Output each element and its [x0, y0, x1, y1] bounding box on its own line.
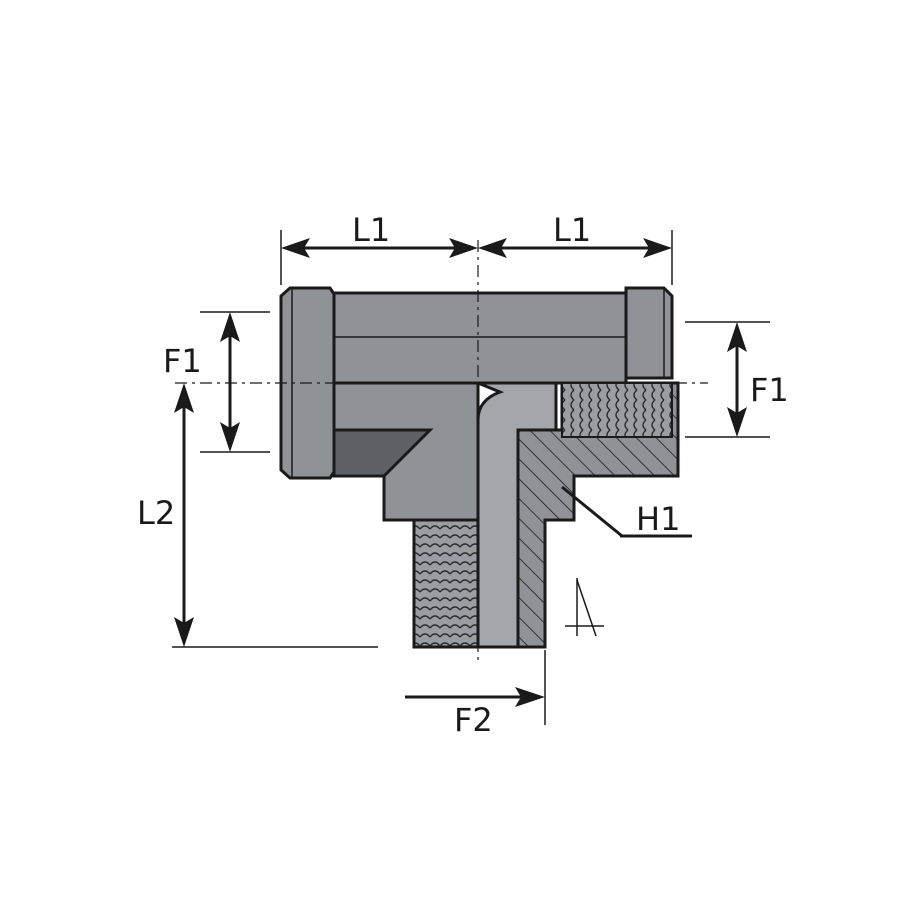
right-end-collar [624, 286, 674, 380]
dimension-l2 [174, 383, 194, 647]
male-thread [412, 518, 480, 649]
taper-thread-symbol [565, 578, 604, 637]
dimension-f1-right [727, 322, 747, 437]
label-l2: L2 [137, 494, 175, 532]
dimension-l1 [281, 238, 672, 258]
label-f1-left: F1 [163, 342, 202, 380]
dimension-f2 [405, 687, 545, 707]
dimension-f1-left [220, 312, 240, 452]
center-lines [175, 240, 708, 660]
label-h1: H1 [636, 500, 680, 538]
label-f1-right: F1 [750, 371, 789, 409]
section-view [516, 381, 680, 649]
leader-h1 [561, 485, 692, 538]
label-f2: F2 [454, 701, 493, 739]
extension-lines [172, 230, 770, 725]
label-l1-left: L1 [352, 211, 390, 249]
label-l1-right: L1 [553, 211, 591, 249]
